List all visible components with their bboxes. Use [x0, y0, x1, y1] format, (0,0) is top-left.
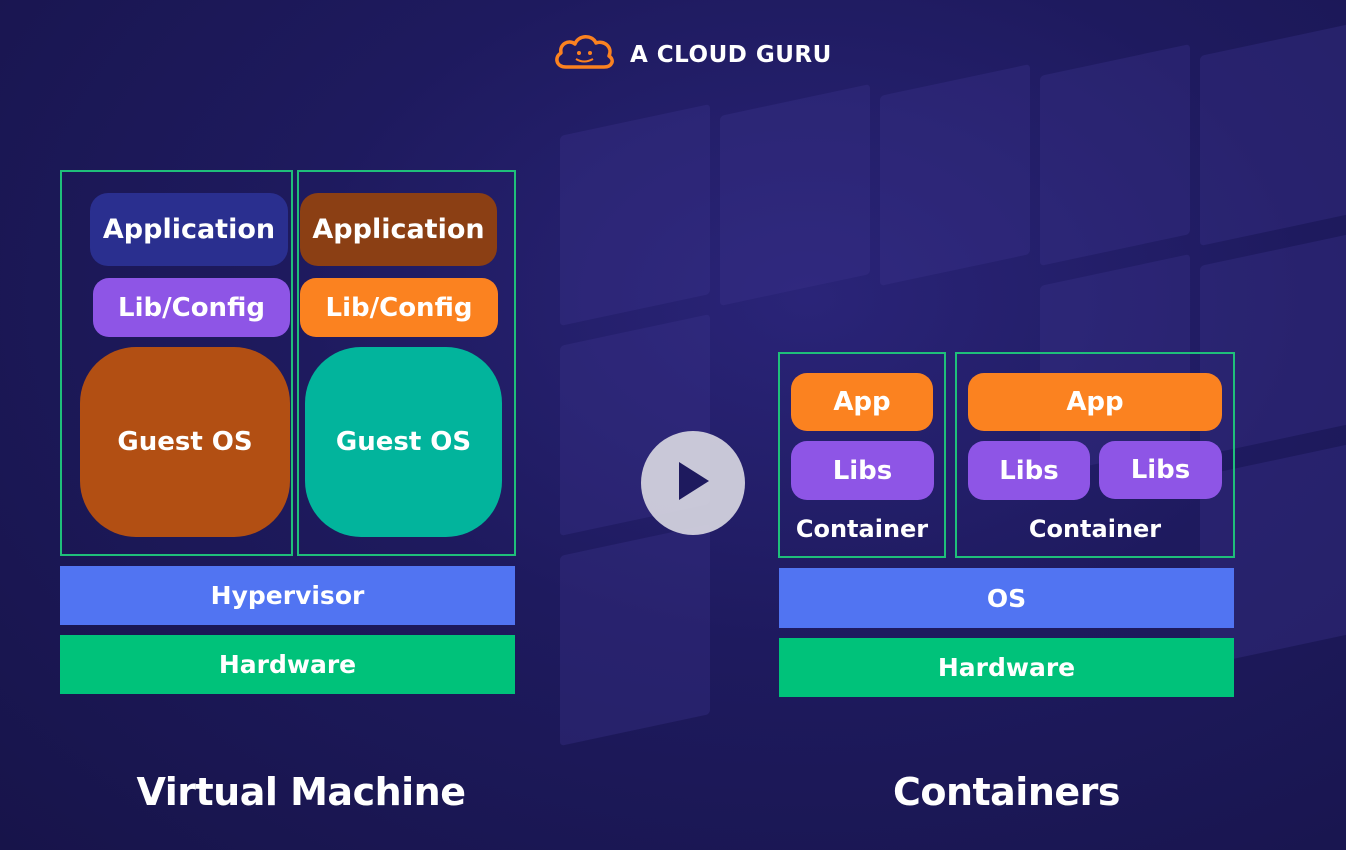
vm-application-2: Application	[300, 193, 497, 266]
hypervisor-layer: Hypervisor	[60, 566, 515, 625]
vm-frame-2	[297, 170, 516, 556]
os-layer: OS	[779, 568, 1234, 628]
container-frame-2	[955, 352, 1235, 558]
brand-name: A CLOUD GURU	[630, 42, 832, 68]
play-icon	[673, 458, 713, 508]
container-2-label: Container	[1028, 515, 1162, 543]
vm-guest-os-1: Guest OS	[80, 347, 290, 537]
container-1-app: App	[791, 373, 933, 431]
brand-logo: A CLOUD GURU	[552, 34, 832, 76]
vm-hardware-layer: Hardware	[60, 635, 515, 694]
vm-caption: Virtual Machine	[136, 770, 466, 814]
containers-hardware-layer: Hardware	[779, 638, 1234, 697]
vm-frame-1	[60, 170, 293, 556]
container-2-libs-b: Libs	[1099, 441, 1222, 499]
play-button[interactable]	[641, 431, 745, 535]
container-1-libs: Libs	[791, 441, 934, 500]
containers-caption: Containers	[892, 770, 1121, 814]
container-1-label: Container	[795, 515, 929, 543]
cloud-icon	[552, 31, 616, 79]
vm-guest-os-2: Guest OS	[305, 347, 502, 537]
vm-application-1: Application	[90, 193, 288, 266]
vm-lib-config-2: Lib/Config	[300, 278, 498, 337]
container-2-libs-a: Libs	[968, 441, 1090, 500]
vm-lib-config-1: Lib/Config	[93, 278, 290, 337]
container-frame-1	[778, 352, 946, 558]
container-2-app: App	[968, 373, 1222, 431]
